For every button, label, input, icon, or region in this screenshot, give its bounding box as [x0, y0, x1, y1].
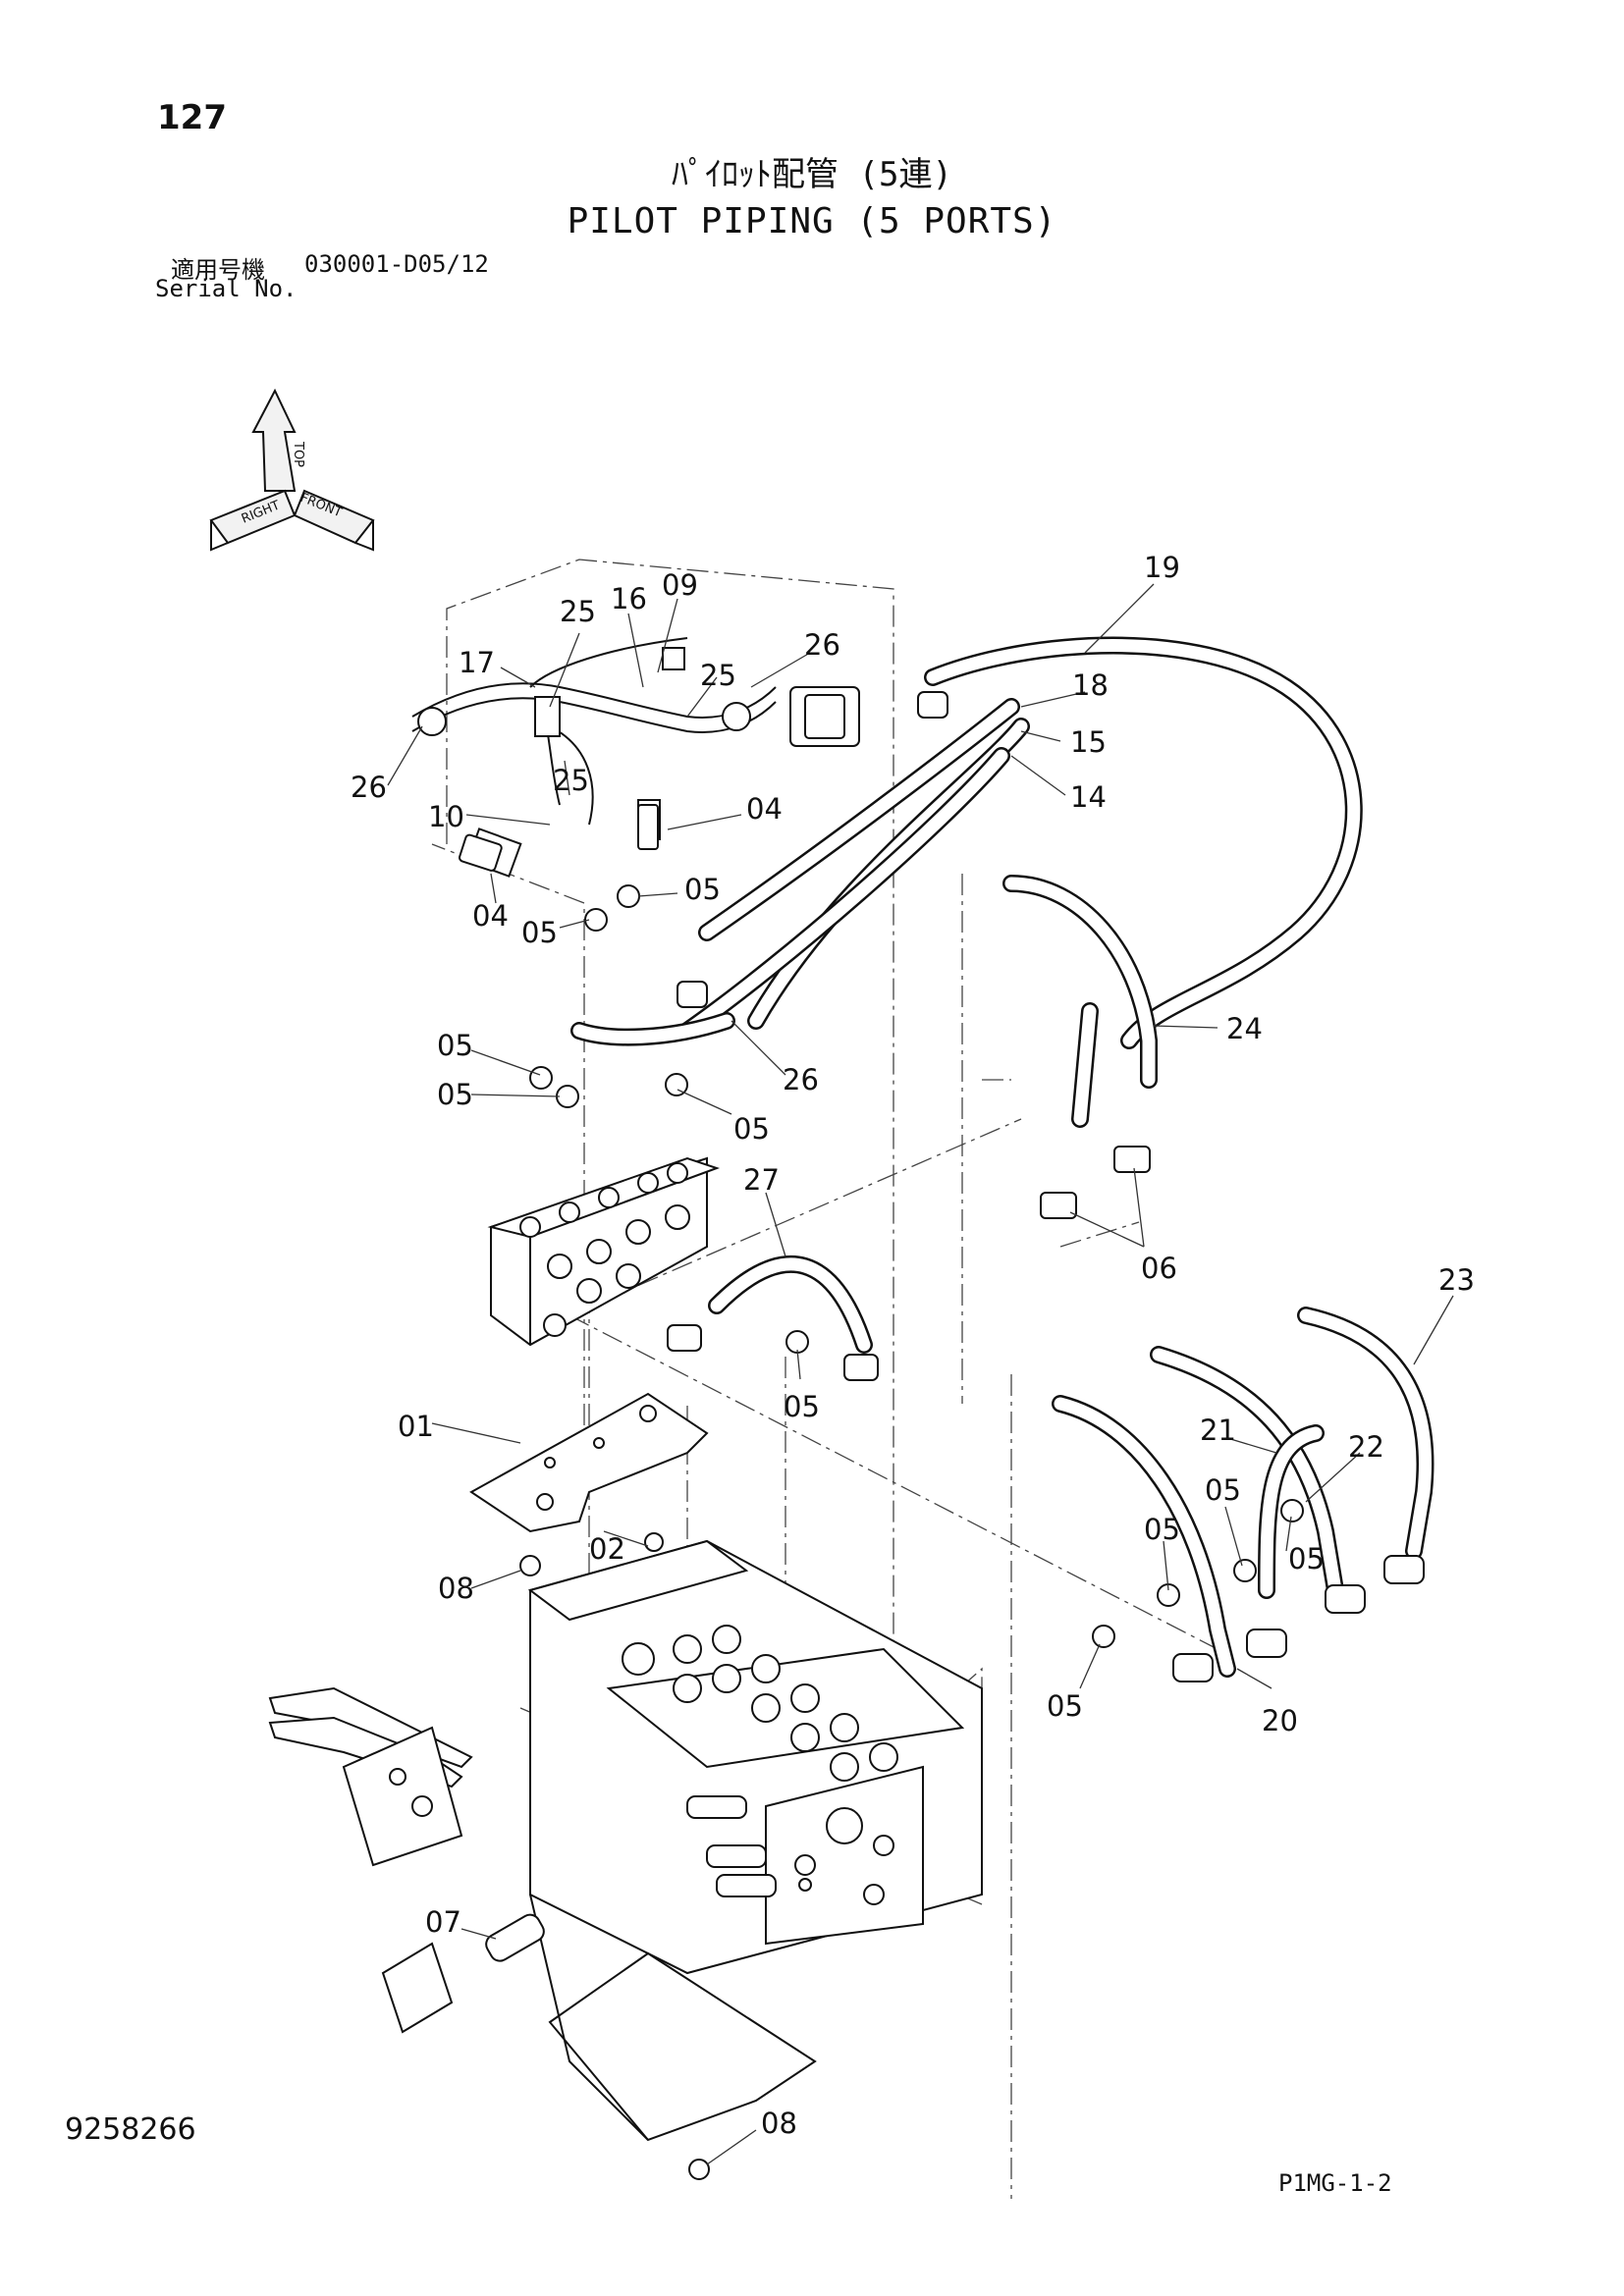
callout-26: 26: [783, 1063, 819, 1096]
callout-labels: 19 16 09 25 26 17 25 18 15 14 26 25 10 0…: [351, 551, 1475, 2140]
callout-26: 26: [804, 628, 840, 662]
fittings: [459, 691, 1425, 2180]
callout-25: 25: [553, 764, 589, 797]
mounting-plate: [469, 1392, 709, 1533]
serial-number-range: 030001-D05/12: [304, 250, 489, 278]
callout-05: 05: [1288, 1542, 1325, 1575]
callout-05: 05: [784, 1390, 820, 1423]
callout-05: 05: [684, 873, 721, 906]
callout-05: 05: [437, 1078, 473, 1111]
callout-18: 18: [1072, 668, 1109, 702]
callout-06: 06: [1141, 1252, 1177, 1285]
callout-21: 21: [1200, 1414, 1236, 1447]
callout-24: 24: [1226, 1012, 1263, 1045]
callout-19: 19: [1144, 551, 1180, 584]
drawing-number: 9258266: [65, 2112, 196, 2147]
callout-05: 05: [1205, 1473, 1241, 1507]
control-valve-assembly: [527, 1539, 983, 2142]
callout-17: 17: [459, 646, 495, 679]
callout-26: 26: [351, 771, 387, 804]
callout-07: 07: [425, 1905, 461, 1939]
callout-10: 10: [428, 800, 464, 833]
callout-04: 04: [472, 899, 509, 933]
callout-23: 23: [1438, 1263, 1475, 1297]
callout-08: 08: [761, 2107, 797, 2140]
callout-05: 05: [437, 1029, 473, 1062]
page-title-japanese: ﾊﾟｲﾛｯﾄ配管 (5連): [672, 155, 952, 194]
leader-lines: [387, 583, 1454, 2165]
callout-25: 25: [560, 595, 596, 628]
pilot-manifold-block: [487, 1156, 721, 1347]
callout-22: 22: [1348, 1430, 1384, 1464]
callout-02: 02: [589, 1532, 625, 1566]
callout-15: 15: [1070, 725, 1107, 759]
callout-01: 01: [398, 1410, 434, 1443]
callout-05: 05: [733, 1112, 770, 1146]
hose-group: [570, 636, 1435, 1678]
callout-05: 05: [1047, 1689, 1083, 1723]
callout-14: 14: [1070, 780, 1107, 814]
orientation-indicator: TOP FRONT RIGHT: [209, 388, 375, 552]
callout-08: 08: [438, 1572, 474, 1605]
callout-09: 09: [662, 568, 698, 602]
page-title: PILOT PIPING (5 PORTS): [567, 201, 1057, 241]
serial-label-japanese: 適用号機: [171, 256, 265, 284]
assembly-guide-lines: [431, 559, 1218, 2199]
callout-20: 20: [1262, 1704, 1298, 1737]
lever-bracket: [268, 1686, 545, 2034]
callout-05: 05: [521, 916, 558, 949]
page-number: 127: [157, 98, 227, 137]
orientation-top-label: TOP: [291, 441, 305, 467]
callout-16: 16: [611, 582, 647, 615]
callout-25: 25: [700, 659, 736, 692]
callout-27: 27: [743, 1163, 780, 1197]
figure-code: P1MG-1-2: [1278, 2169, 1392, 2197]
callout-04: 04: [746, 792, 783, 826]
serial-label: Serial No.: [155, 275, 298, 302]
callout-05: 05: [1144, 1513, 1180, 1546]
